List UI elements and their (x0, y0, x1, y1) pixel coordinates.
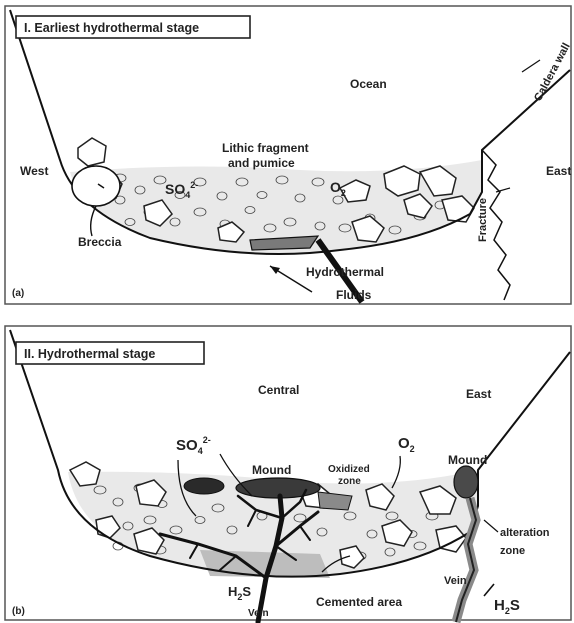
h2s-label-right: H2S (494, 597, 520, 616)
east-mound (454, 466, 478, 498)
h2s-label-left: H2S (228, 584, 251, 602)
cemented-label: Cemented area (316, 595, 402, 609)
panel-a-tag: (a) (12, 288, 24, 299)
mound-label-central: Mound (252, 463, 291, 477)
small-mound (184, 478, 224, 494)
hydrothermal-label: Hydrothermal (306, 265, 384, 279)
fracture-label: Fracture (477, 198, 489, 242)
panel-b-title: II. Hydrothermal stage (24, 347, 155, 361)
alteration-label-2: zone (500, 545, 525, 557)
oxidized-label-1: Oxidized (328, 464, 370, 475)
alteration-leader (484, 520, 498, 532)
panel-b-diagram: II. Hydrothermal stage Central East SO42… (0, 320, 574, 623)
fluids-label: Fluids (336, 288, 372, 302)
panel-earliest-stage: I. Earliest hydrothermal stage Ocean Wes… (0, 0, 574, 308)
panel-a-diagram: I. Earliest hydrothermal stage Ocean Wes… (0, 0, 574, 308)
east-label-b: East (466, 387, 491, 401)
breccia-circle (72, 166, 120, 206)
alteration-label-1: alteration (500, 527, 550, 539)
ocean-label: Ocean (350, 77, 387, 91)
vein-label-east: Vein (444, 575, 467, 587)
west-label: West (20, 164, 48, 178)
fluid-arrow-head (270, 266, 280, 274)
breccia-label: Breccia (78, 235, 122, 249)
panel-b-tag: (b) (12, 606, 25, 617)
lithic-label-2: and pumice (228, 156, 295, 170)
panel-a-title: I. Earliest hydrothermal stage (24, 21, 199, 35)
panel-hydrothermal-stage: II. Hydrothermal stage Central East SO42… (0, 320, 574, 623)
east-label: East (546, 164, 571, 178)
breccia-leader (91, 206, 96, 236)
oxidized-label-2: zone (338, 476, 361, 487)
central-label: Central (258, 383, 299, 397)
lithic-label-1: Lithic fragment (222, 141, 309, 155)
h2s-arrow-right (484, 584, 494, 596)
caldera-wall-leader (522, 60, 540, 72)
vein-label-central: Vein (248, 608, 269, 619)
mound-label-east: Mound (448, 453, 487, 467)
oxygen-label-b: O2 (398, 435, 415, 454)
sulfate-label-b: SO42- (176, 435, 211, 456)
